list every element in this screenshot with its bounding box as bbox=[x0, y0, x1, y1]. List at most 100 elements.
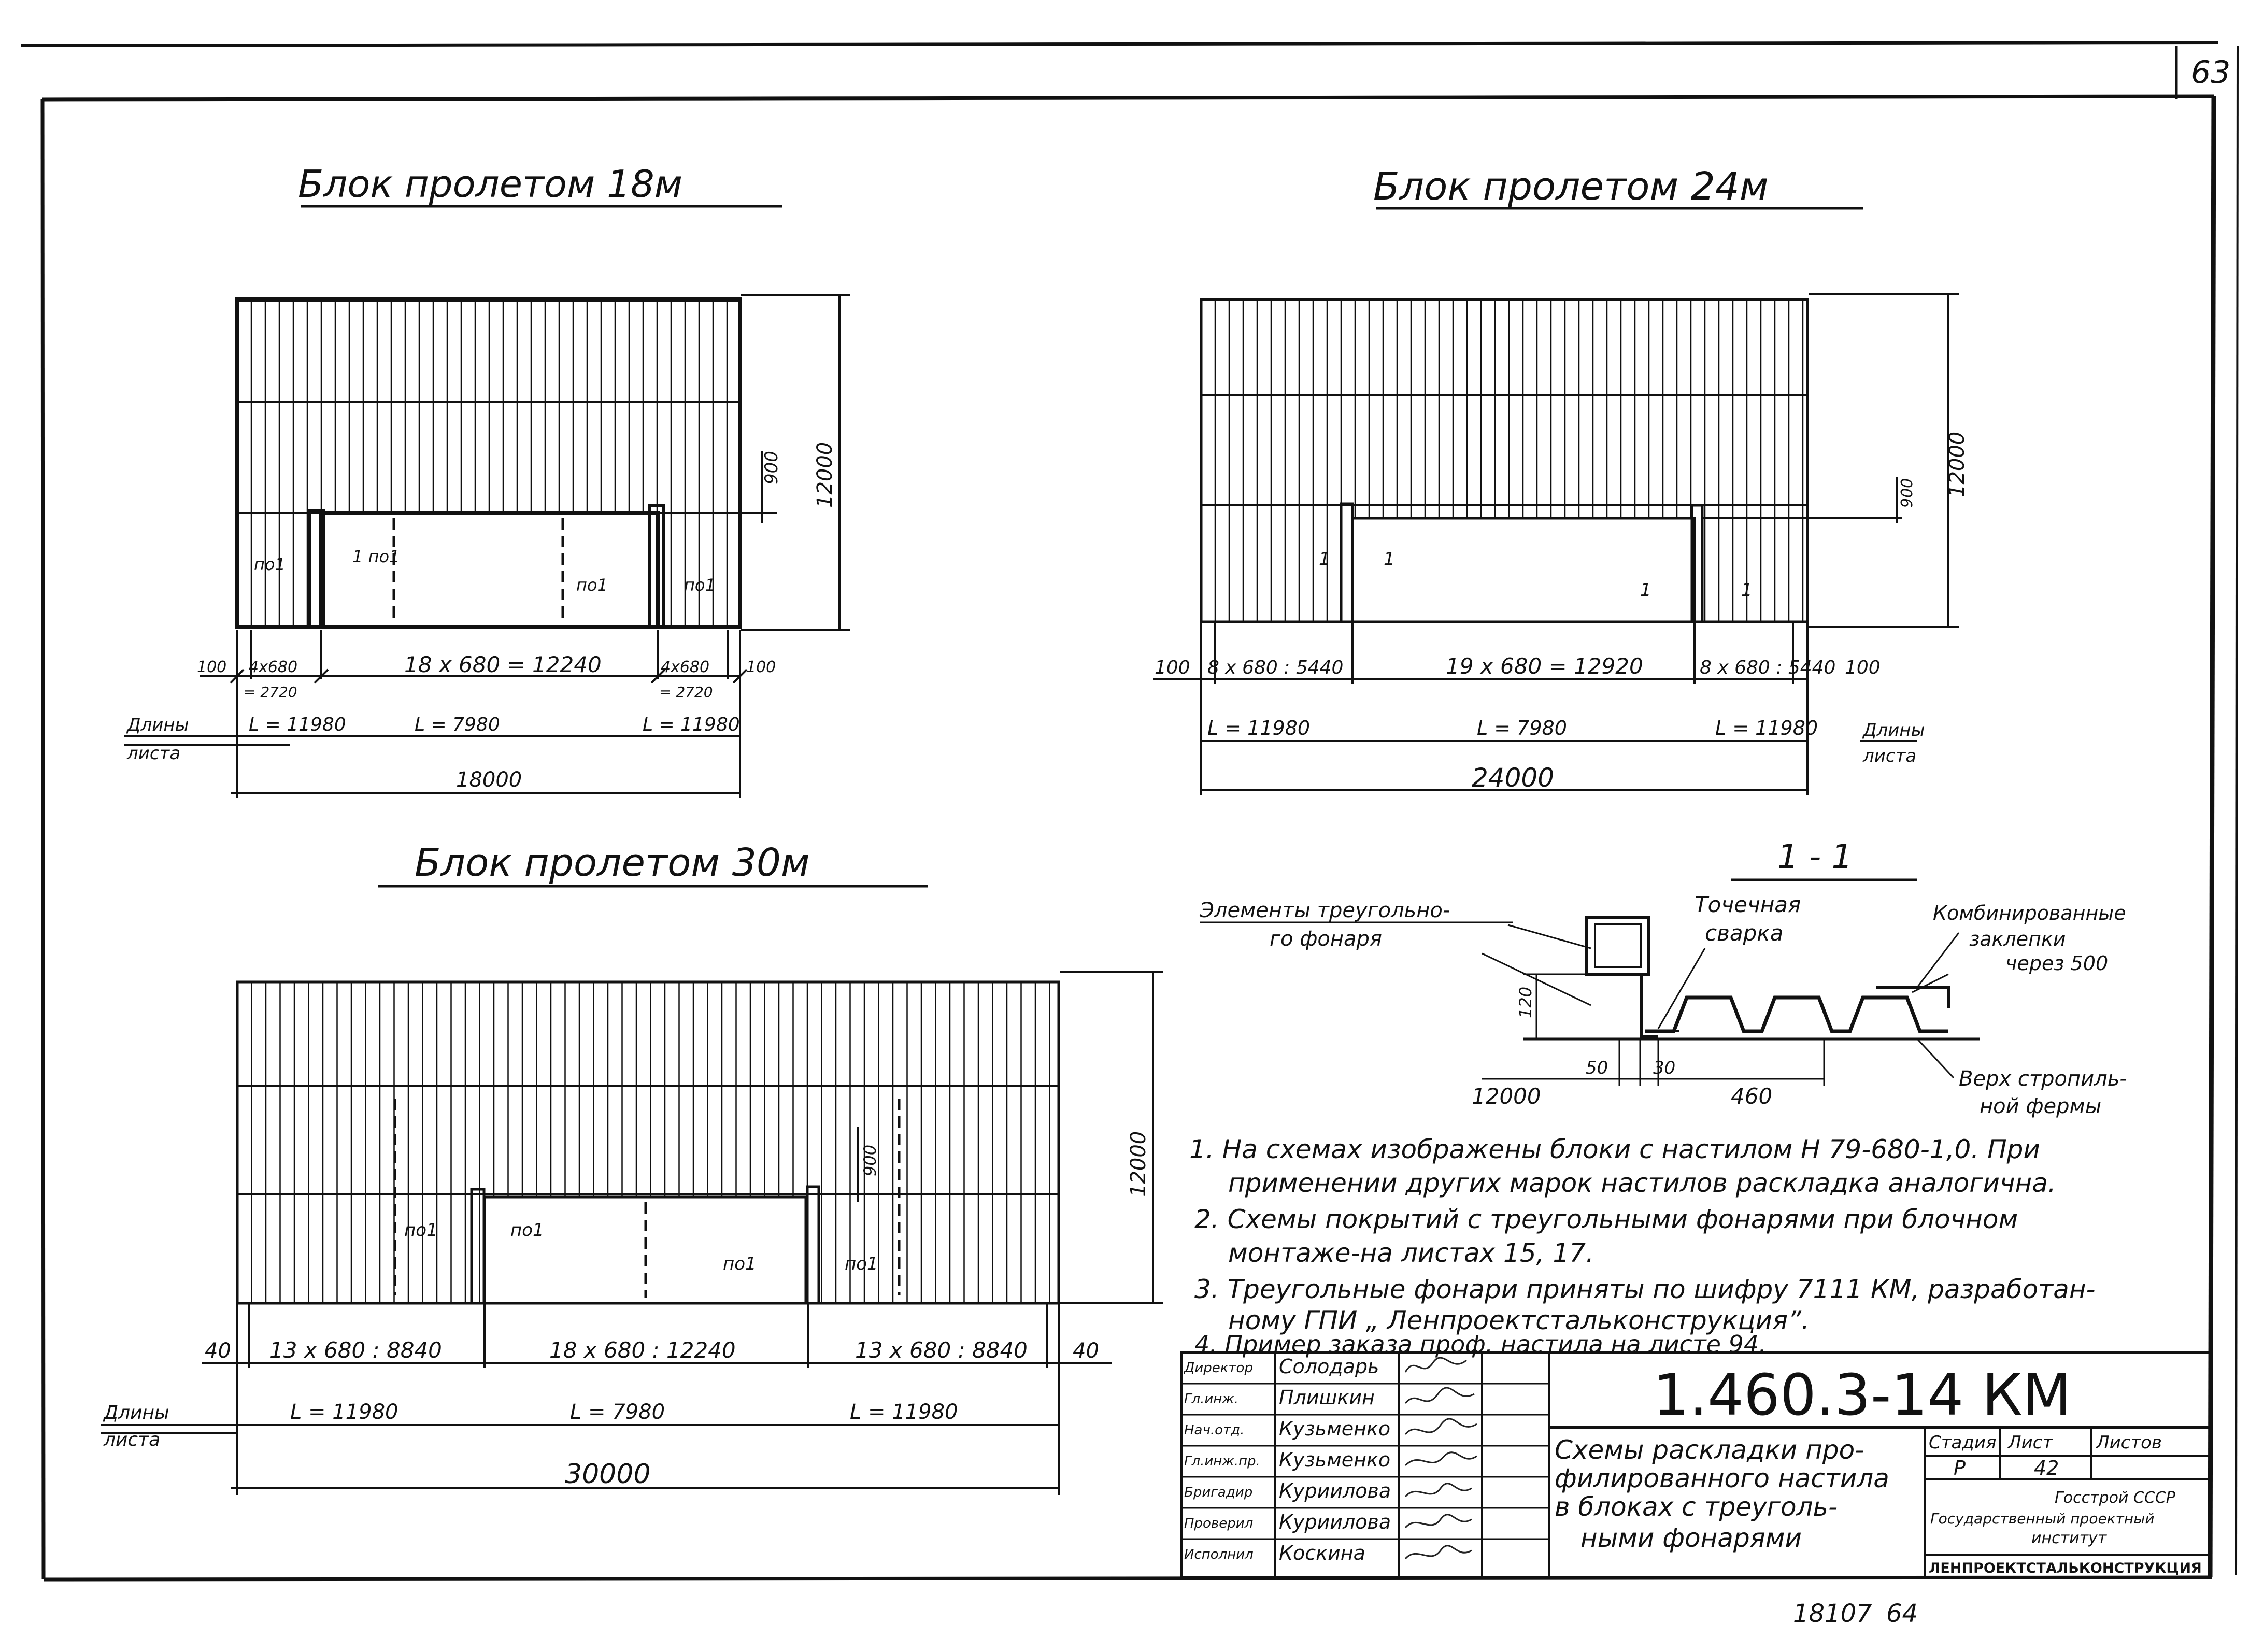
bottom-number-2: 64 bbox=[1886, 1599, 1918, 1628]
section-label-weld: Точечная bbox=[1695, 892, 1801, 917]
note-line-3: 2. Схемы покрытий с треугольными фонарям… bbox=[1194, 1204, 2018, 1234]
section-dim-120: 120 bbox=[1516, 987, 1535, 1018]
section-dim-50: 50 bbox=[1586, 1058, 1608, 1078]
marker-18-4: по1 bbox=[684, 575, 716, 595]
marker-24-1: 1 bbox=[1319, 549, 1330, 569]
marker-24-4: 1 bbox=[1741, 580, 1753, 601]
org-2: Государственный проектный bbox=[1930, 1510, 2155, 1527]
b30-dim-lantern: 900 bbox=[860, 1145, 880, 1176]
b18-dim-height: 12000 bbox=[813, 442, 837, 508]
section-dim-30: 30 bbox=[1653, 1058, 1675, 1078]
b18-len-label2: листа bbox=[126, 743, 180, 764]
section-label-combined3: через 500 bbox=[2005, 952, 2108, 975]
title-block-code: 1.460.3-14 КМ bbox=[1653, 1362, 2072, 1428]
b18-dim-left-lantern: 4х680 bbox=[249, 658, 297, 676]
description-1: Схемы раскладки про- bbox=[1555, 1435, 1864, 1465]
role-3: Нач.отд. bbox=[1184, 1422, 1244, 1438]
b30-dim-right-lantern: 13 х 680 : 8840 bbox=[855, 1337, 1028, 1363]
marker-24-2: 1 bbox=[1384, 549, 1395, 569]
block-30-title: Блок пролетом 30м bbox=[415, 841, 810, 885]
bottom-number-1: 18107 bbox=[1793, 1599, 1872, 1628]
b24-len-left: L = 11980 bbox=[1207, 717, 1310, 739]
org-1: Госстрой СССР bbox=[2055, 1489, 2176, 1507]
section-label-weld2: сварка bbox=[1705, 920, 1783, 946]
b18-dim-left-edge: 100 bbox=[197, 658, 226, 676]
b30-dim-left-edge: 40 bbox=[205, 1339, 231, 1363]
org-3: институт bbox=[2031, 1529, 2108, 1547]
section-label-truss2: ной фермы bbox=[1980, 1094, 2101, 1118]
section-1-1: 1 - 1 Элементы треугольно- го фонаря Точ… bbox=[1199, 838, 2127, 1118]
b18-dim-lantern: 900 bbox=[761, 451, 782, 485]
marker-24-3: 1 bbox=[1640, 580, 1651, 601]
notes: 1. На схемах изображены блоки с настилом… bbox=[1189, 1134, 2096, 1358]
b18-dim-right-edge: 100 bbox=[746, 658, 776, 676]
name-6: Куриилова bbox=[1279, 1511, 1391, 1533]
b24-dim-right-edge: 100 bbox=[1845, 657, 1881, 678]
section-dim-460: 460 bbox=[1731, 1084, 1772, 1109]
role-1: Директор bbox=[1184, 1360, 1253, 1376]
section-label-combined: Комбинированные bbox=[1933, 902, 2126, 924]
section-label-lantern2: го фонаря bbox=[1270, 927, 1382, 951]
b24-dim-left-edge: 100 bbox=[1155, 657, 1190, 678]
b18-len-left: L = 11980 bbox=[249, 714, 346, 735]
block-18m: Блок пролетом 18м по1 1 по1 по1 по1 1200… bbox=[124, 162, 850, 798]
b24-len-label2: листа bbox=[1862, 746, 1916, 766]
b18-dim-total: 18000 bbox=[456, 768, 522, 792]
role-4: Гл.инж.пр. bbox=[1184, 1454, 1260, 1469]
marker-30-2: по1 bbox=[510, 1220, 544, 1241]
stage-label: Стадия bbox=[1929, 1432, 1996, 1453]
role-5: Бригадир bbox=[1184, 1485, 1252, 1500]
b30-dim-total: 30000 bbox=[565, 1459, 650, 1490]
b24-dim-total: 24000 bbox=[1472, 763, 1554, 793]
b18-dim-left-lantern-sub: = 2720 bbox=[244, 683, 297, 701]
stage-value: Р bbox=[1954, 1457, 1966, 1479]
b24-len-center: L = 7980 bbox=[1477, 717, 1567, 739]
b30-dim-height: 12000 bbox=[1127, 1131, 1150, 1197]
b24-dim-lantern: 900 bbox=[1898, 478, 1916, 508]
page-number: 63 bbox=[2191, 54, 2230, 91]
b24-dim-right-lantern: 8 х 680 : 5440 bbox=[1700, 657, 1835, 678]
description-3: в блоках с треуголь- bbox=[1555, 1492, 1838, 1522]
b30-len-label2: листа bbox=[103, 1429, 160, 1450]
block-24-title: Блок пролетом 24м bbox=[1373, 164, 1769, 209]
marker-18-2: 1 по1 bbox=[352, 547, 400, 566]
b30-len-label: Длины bbox=[103, 1402, 169, 1423]
block-30-plan bbox=[236, 980, 1060, 1305]
description-2: филированного настила bbox=[1555, 1463, 1889, 1493]
b18-len-right: L = 11980 bbox=[643, 714, 740, 735]
b24-len-right: L = 11980 bbox=[1715, 717, 1818, 739]
b18-dim-center: 18 х 680 = 12240 bbox=[404, 652, 602, 677]
section-dim-12000: 12000 bbox=[1472, 1084, 1541, 1109]
section-label-lantern: Элементы треугольно- bbox=[1199, 899, 1450, 922]
b18-len-label: Длины bbox=[126, 715, 189, 735]
b24-dim-left-lantern: 8 х 680 : 5440 bbox=[1207, 657, 1343, 678]
b18-len-center: L = 7980 bbox=[415, 714, 500, 735]
b30-len-center: L = 7980 bbox=[570, 1400, 665, 1424]
section-label-truss: Верх стропиль- bbox=[1959, 1067, 2127, 1091]
role-6: Проверил bbox=[1184, 1516, 1253, 1531]
b24-len-label: Длины bbox=[1862, 720, 1925, 740]
b30-dim-right-edge: 40 bbox=[1073, 1339, 1099, 1363]
name-7: Коскина bbox=[1279, 1542, 1365, 1564]
marker-30-3: по1 bbox=[723, 1254, 757, 1274]
block-18-plan bbox=[235, 297, 742, 629]
signatures bbox=[1404, 1357, 1477, 1560]
marker-30-1: по1 bbox=[404, 1220, 438, 1241]
name-5: Куриилова bbox=[1279, 1479, 1391, 1502]
section-title: 1 - 1 bbox=[1777, 838, 1853, 876]
description-4: ными фонарями bbox=[1580, 1523, 1802, 1553]
name-3: Кузьменко bbox=[1279, 1417, 1390, 1440]
b30-len-left: L = 11980 bbox=[290, 1400, 398, 1424]
sheets-label: Листов bbox=[2095, 1432, 2162, 1453]
block-18-title: Блок пролетом 18м bbox=[298, 162, 682, 206]
role-2: Гл.инж. bbox=[1184, 1391, 1238, 1407]
name-4: Кузьменко bbox=[1279, 1448, 1390, 1471]
name-1: Солодарь bbox=[1279, 1355, 1379, 1378]
block-30m: Блок пролетом 30м по1 по1 по1 по1 12000 … bbox=[101, 841, 1163, 1495]
role-7: Исполнил bbox=[1184, 1547, 1254, 1562]
b24-dim-height: 12000 bbox=[1945, 432, 1969, 497]
note-line-2: применении других марок настилов расклад… bbox=[1228, 1168, 2056, 1198]
b30-dim-left-lantern: 13 х 680 : 8840 bbox=[269, 1337, 442, 1363]
sheet-label: Лист bbox=[2007, 1432, 2053, 1453]
